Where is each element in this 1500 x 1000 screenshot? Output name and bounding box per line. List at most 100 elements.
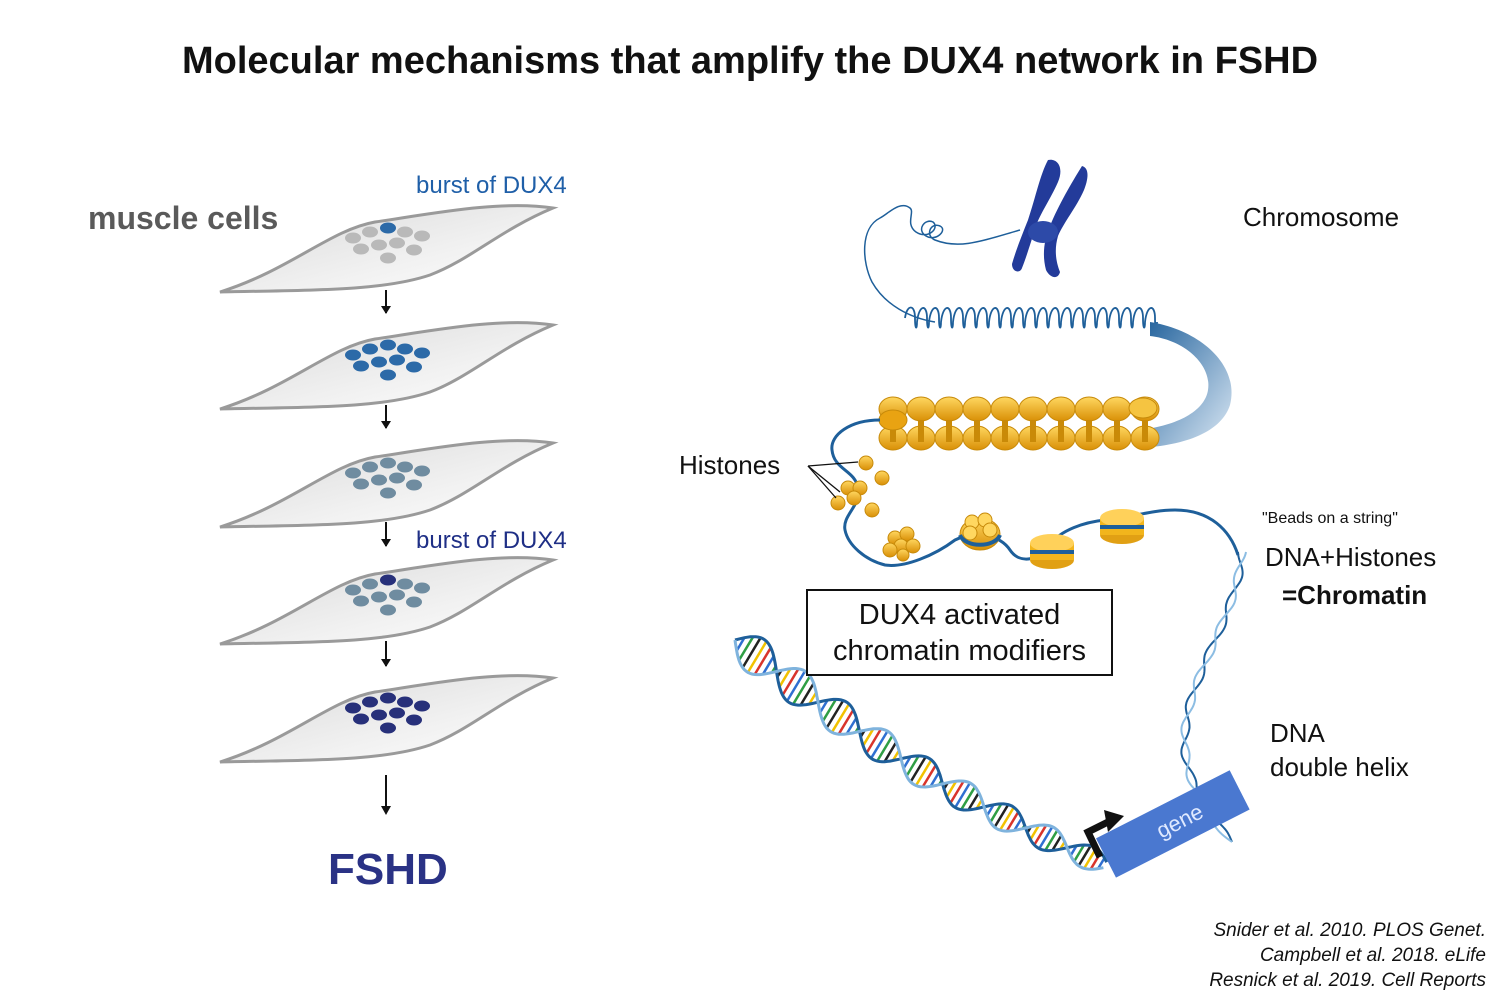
muscle-cell-column bbox=[219, 204, 559, 764]
nucleus bbox=[371, 709, 387, 721]
nucleus bbox=[414, 582, 430, 594]
nucleus bbox=[397, 461, 413, 473]
chromatin-label-line2: =Chromatin bbox=[1282, 580, 1428, 610]
dna-double-helix bbox=[733, 551, 1247, 871]
nucleus bbox=[380, 722, 396, 734]
nucleosome bbox=[990, 396, 1020, 422]
nucleus bbox=[380, 369, 396, 381]
nucleosome bbox=[1046, 396, 1076, 422]
free-histones bbox=[830, 455, 890, 518]
modifier-box-line1: DUX4 activated bbox=[858, 599, 1061, 631]
nucleosome bbox=[1018, 396, 1048, 422]
nucleus bbox=[371, 591, 387, 603]
nucleus bbox=[371, 356, 387, 368]
nucleosome-solenoid bbox=[878, 396, 1160, 451]
nucleosome bbox=[1074, 396, 1104, 422]
dna-label-line2: double helix bbox=[1270, 752, 1409, 782]
muscle-cell bbox=[219, 321, 559, 411]
nucleus bbox=[414, 230, 430, 242]
chromosome-label: Chromosome bbox=[1243, 202, 1400, 232]
references: Snider et al. 2010. PLOS Genet. Campbell… bbox=[1209, 918, 1486, 993]
nucleus bbox=[380, 457, 396, 469]
burst-label-2: burst of DUX4 bbox=[416, 527, 567, 554]
nucleus bbox=[353, 360, 369, 372]
nucleus bbox=[397, 578, 413, 590]
nucleus bbox=[345, 349, 361, 361]
chromosome-icon bbox=[1012, 159, 1088, 278]
nucleus bbox=[362, 226, 378, 238]
nucleus bbox=[389, 472, 405, 484]
muscle-cell bbox=[219, 556, 559, 646]
chromatin-modifiers-box: DUX4 activated chromatin modifiers bbox=[806, 589, 1113, 676]
nucleus bbox=[414, 700, 430, 712]
modifier-box-line2: chromatin modifiers bbox=[832, 635, 1087, 667]
cell-body bbox=[219, 439, 559, 529]
nucleus bbox=[380, 604, 396, 616]
nucleus bbox=[414, 347, 430, 359]
transcription-start-arrow-icon bbox=[1083, 818, 1110, 859]
nucleus bbox=[414, 465, 430, 477]
nucleus bbox=[397, 696, 413, 708]
nucleus bbox=[406, 479, 422, 491]
nucleus bbox=[389, 237, 405, 249]
cell-body bbox=[219, 204, 559, 294]
nucleus bbox=[362, 696, 378, 708]
nucleus bbox=[353, 478, 369, 490]
muscle-cell bbox=[219, 439, 559, 529]
gene-box: gene bbox=[1096, 770, 1250, 878]
reference-item: Snider et al. 2010. PLOS Genet. bbox=[1213, 920, 1486, 941]
nucleosome bbox=[906, 396, 936, 422]
nucleus bbox=[380, 487, 396, 499]
histones-label: Histones bbox=[679, 450, 781, 480]
fshd-outcome-label: FSHD bbox=[328, 845, 448, 894]
dna-label-line1: DNA bbox=[1270, 718, 1325, 748]
nucleus bbox=[353, 595, 369, 607]
nucleus bbox=[406, 596, 422, 608]
nucleus bbox=[371, 474, 387, 486]
nucleus bbox=[362, 461, 378, 473]
nucleus bbox=[345, 584, 361, 596]
page-title: Molecular mechanisms that amplify the DU… bbox=[181, 40, 1319, 82]
cell-body bbox=[219, 321, 559, 411]
reference-item: Campbell et al. 2018. eLife bbox=[1259, 945, 1486, 966]
nucleus bbox=[406, 714, 422, 726]
nucleus bbox=[380, 222, 396, 234]
nucleus bbox=[380, 692, 396, 704]
muscle-cells-label: muscle cells bbox=[88, 200, 279, 236]
nucleus bbox=[353, 243, 369, 255]
cell-body bbox=[219, 556, 559, 646]
fiber-ribbon bbox=[1140, 322, 1232, 448]
dna-thread bbox=[863, 204, 1021, 323]
histones-pointer-lines bbox=[807, 461, 859, 499]
nucleus bbox=[371, 239, 387, 251]
reference-item: Resnick et al. 2019. Cell Reports bbox=[1209, 970, 1486, 991]
nucleus bbox=[380, 252, 396, 264]
nucleus bbox=[345, 232, 361, 244]
beads-on-string bbox=[882, 509, 1144, 569]
dna-strand bbox=[733, 639, 1104, 871]
nucleus bbox=[380, 574, 396, 586]
nucleosome bbox=[962, 396, 992, 422]
nucleus bbox=[353, 713, 369, 725]
nucleus bbox=[362, 578, 378, 590]
nucleus bbox=[397, 226, 413, 238]
coiled-chromatin-fiber bbox=[904, 306, 1158, 329]
nucleus bbox=[406, 361, 422, 373]
nucleus bbox=[389, 354, 405, 366]
chromatin-label-line1: DNA+Histones bbox=[1265, 542, 1437, 572]
nucleus bbox=[345, 702, 361, 714]
nucleus bbox=[406, 244, 422, 256]
nucleus bbox=[345, 467, 361, 479]
nucleus bbox=[389, 589, 405, 601]
muscle-cell bbox=[219, 674, 559, 764]
muscle-cell bbox=[219, 204, 559, 294]
cell-body bbox=[219, 674, 559, 764]
burst-label-1: burst of DUX4 bbox=[416, 172, 567, 199]
nucleus bbox=[397, 343, 413, 355]
dna-strand bbox=[734, 635, 1108, 863]
nucleosome bbox=[934, 396, 964, 422]
nucleus bbox=[389, 707, 405, 719]
arrowhead-icon bbox=[1104, 810, 1124, 832]
beads-on-string-label: "Beads on a string" bbox=[1262, 510, 1398, 527]
